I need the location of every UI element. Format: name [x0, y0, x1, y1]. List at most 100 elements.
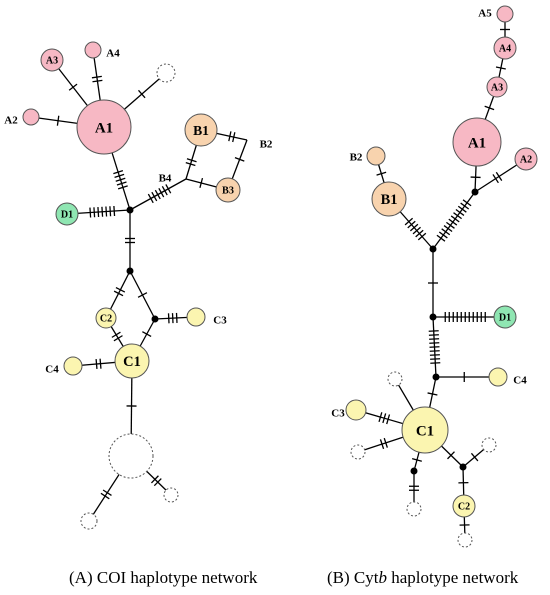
mutation-tick	[105, 206, 108, 217]
mutation-tick	[95, 358, 98, 370]
mutation-tick	[161, 186, 168, 196]
haplotype-c3	[345, 399, 367, 421]
mutation-tick	[492, 174, 499, 184]
mutation-tick	[109, 206, 112, 217]
mutation-tick	[382, 413, 387, 424]
haplotype-a4	[84, 41, 102, 59]
mutation-tick	[443, 225, 453, 233]
mutation-tick	[115, 177, 126, 182]
missing-haplotype	[387, 371, 403, 387]
haplotype-label-a5: A5	[478, 8, 492, 20]
missing-haplotype	[156, 63, 176, 83]
mutation-tick	[462, 199, 472, 207]
haplotype-label-a2: A2	[520, 155, 532, 166]
mutation-tick	[56, 115, 60, 126]
median-vector	[429, 245, 437, 253]
mutation-tick	[185, 161, 196, 167]
haplotype-a1	[452, 117, 502, 167]
mutation-tick	[379, 439, 385, 450]
missing-haplotype	[163, 487, 179, 503]
mutation-tick	[147, 193, 154, 204]
mutation-tick	[99, 358, 102, 369]
mutation-tick	[91, 75, 102, 79]
mutation-tick	[102, 489, 112, 496]
mutation-tick	[97, 206, 100, 218]
mutation-tick	[113, 205, 116, 217]
haplotype-label-c1: C1	[123, 354, 141, 370]
mutation-tick	[113, 290, 124, 297]
edge-n1-n2	[432, 191, 476, 250]
median-vector	[410, 467, 418, 475]
haplotype-c1	[401, 406, 449, 454]
haplotype-label-b2: B2	[260, 139, 273, 151]
mutation-tick	[448, 218, 458, 226]
mutation-tick	[150, 475, 159, 484]
mutation-tick	[495, 66, 506, 70]
mutation-tick	[111, 331, 121, 338]
mutation-tick	[412, 226, 421, 235]
haplotype-c4	[488, 367, 508, 387]
missing-haplotype	[406, 501, 422, 517]
mutation-tick	[484, 105, 495, 111]
haplotype-label-a2: A2	[4, 115, 18, 127]
mutation-tick	[186, 158, 197, 163]
haplotype-c2	[95, 307, 117, 329]
mutation-tick	[450, 215, 460, 223]
mutation-tick	[470, 452, 479, 462]
median-vector	[126, 267, 134, 275]
haplotype-label-b1: B1	[381, 192, 398, 208]
mutation-tick	[113, 169, 124, 175]
mutation-tick	[117, 185, 128, 190]
mutation-tick	[457, 205, 467, 213]
mutation-tick	[113, 335, 123, 342]
mutation-tick	[460, 202, 470, 210]
mutation-tick	[93, 207, 96, 218]
mutation-tick	[153, 478, 162, 487]
haplotype-label-d1: D1	[61, 210, 73, 221]
mutation-tick	[154, 189, 161, 200]
median-vector	[126, 206, 134, 214]
missing-haplotype	[80, 512, 98, 530]
mutation-tick	[376, 171, 387, 176]
haplotype-label-b4: B4	[159, 173, 172, 185]
haplotype-label-c1: C1	[416, 423, 434, 439]
haplotype-label-c2: C2	[458, 502, 470, 513]
median-vector	[429, 313, 437, 321]
missing-haplotype	[350, 444, 366, 460]
haplotype-b1	[371, 181, 407, 217]
coi-caption: (A) COI haplotype network	[69, 568, 258, 587]
haplotype-b2	[366, 146, 386, 166]
mutation-tick	[89, 207, 92, 218]
mutation-tick	[415, 229, 424, 238]
mutation-tick	[386, 414, 391, 425]
haplotype-label-c3: C3	[213, 315, 227, 327]
cytb-caption: (B) Cytb haplotype network	[327, 568, 519, 587]
mutation-tick	[138, 89, 146, 99]
haplotype-a4	[493, 36, 517, 60]
mutation-tick	[165, 184, 172, 194]
mutation-tick	[409, 223, 419, 232]
median-vector	[459, 463, 467, 471]
median-vector	[151, 315, 159, 323]
haplotype-label-b2: B2	[350, 152, 363, 164]
haplotype-label-a4: A4	[106, 48, 120, 60]
haplotype-label-c2: C2	[100, 314, 112, 325]
median-vector	[432, 373, 440, 381]
mutation-tick	[441, 228, 451, 236]
median-vector	[471, 188, 479, 196]
mutation-tick	[234, 157, 245, 162]
mutation-tick	[92, 79, 103, 83]
haplotype-c1	[114, 343, 150, 379]
haplotype-d1	[55, 202, 79, 226]
haplotype-label-a3: A3	[46, 56, 58, 67]
haplotype-label-a4: A4	[499, 44, 511, 55]
haplotype-a3	[40, 48, 64, 72]
haplotype-label-b1: B1	[193, 123, 209, 138]
mutation-tick	[427, 392, 438, 396]
mutation-tick	[232, 132, 236, 143]
mutation-tick	[68, 83, 78, 91]
mutation-tick	[116, 181, 127, 186]
